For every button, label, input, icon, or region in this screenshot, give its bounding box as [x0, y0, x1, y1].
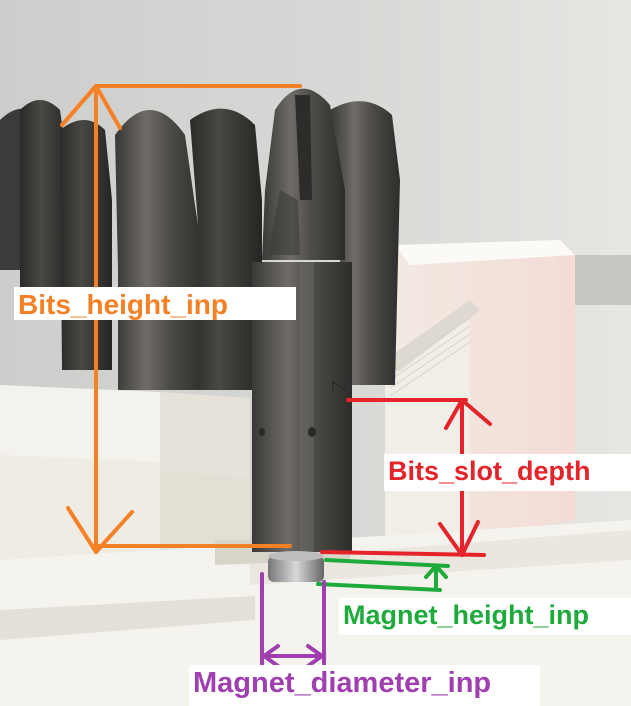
magnet-height-dimension	[316, 558, 450, 592]
bits-slot-depth-label: Bits_slot_depth	[384, 454, 631, 491]
magnet-height-label: Magnet_height_inp	[339, 598, 631, 635]
bits-height-label: Bits_height_inp	[14, 287, 296, 320]
magnet-diameter-label: Magnet_diameter_inp	[189, 665, 540, 706]
svg-text:Z: Z	[327, 380, 349, 392]
magnet	[268, 551, 324, 582]
bits-slot-depth-dimension	[320, 398, 492, 557]
magnet-diameter-dimension	[260, 572, 326, 668]
